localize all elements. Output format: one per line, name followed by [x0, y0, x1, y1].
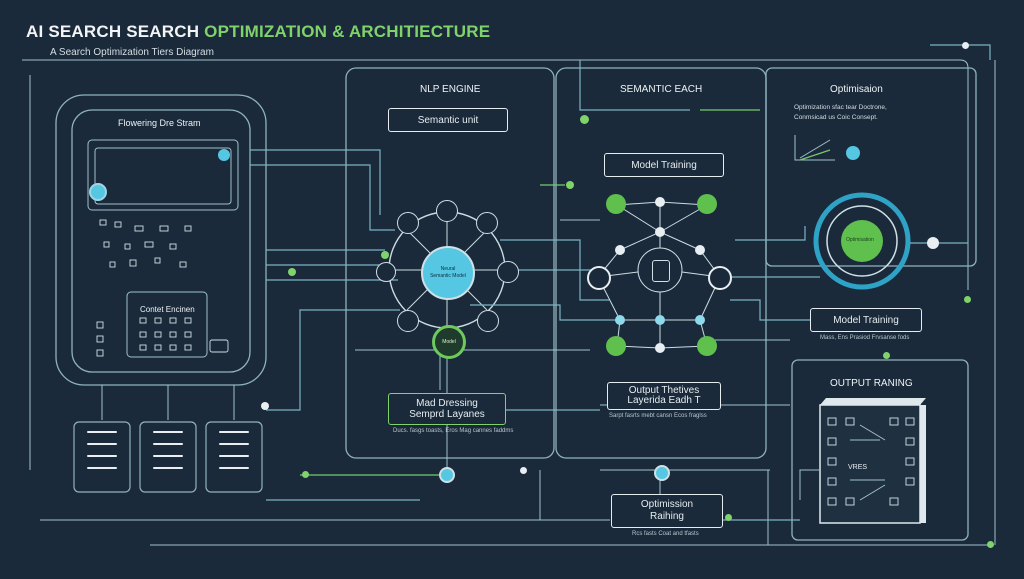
- semantic-node-right: [708, 266, 732, 290]
- optimisation-desc-line1: Optimization sfac tear Doctrone,: [794, 104, 887, 111]
- semantic-node-l2: [615, 245, 625, 255]
- page-subtitle: A Search Optimization Tiers Diagram: [50, 47, 214, 58]
- junction-dot-4: [962, 42, 969, 49]
- optimisation-ring-knob: [927, 237, 939, 249]
- junction-dot-14: [288, 268, 296, 276]
- semantic-node-green-tl: [606, 194, 626, 214]
- page-title: AI SEARCH SEARCH OPTIMIZATION & ARCHITIE…: [26, 22, 490, 42]
- semantic-node-green-bl: [606, 336, 626, 356]
- junction-dot-2: [654, 465, 670, 481]
- left-panel-heading: Flowering Dre Stram: [118, 118, 201, 128]
- mad-dressing-box: Mad Dressing Semprd Layanes: [388, 393, 506, 425]
- semantic-node-top: [655, 197, 665, 207]
- left-panel-inner: [71, 109, 251, 373]
- nlp-center-node: Neural Semantic Model: [421, 246, 475, 300]
- semantic-node-green-br: [697, 336, 717, 356]
- junction-dot-11: [566, 181, 574, 189]
- left-cyan-node: [89, 183, 107, 201]
- optimisation-pane: [765, 67, 977, 267]
- optimisation-ring-label: Optimisation: [846, 237, 874, 243]
- center-node-label: Neural Semantic Model: [430, 266, 466, 279]
- semantic-node-mid-top: [655, 227, 665, 237]
- title-part-2: OPTIMIZATION: [204, 22, 328, 41]
- bottom-box-caption: Rcs fasts Coat and tfasts: [632, 531, 699, 537]
- semantic-node-mid-bottom: [655, 315, 665, 325]
- semantic-node-l3: [615, 315, 625, 325]
- optimisation-training-caption: Mass, Ens Prasiod Frvsanse fods: [820, 335, 910, 341]
- nlp-node-topleft: [397, 212, 419, 234]
- semantic-node-bottom: [655, 343, 665, 353]
- semantic-unit-box: Semantic unit: [388, 108, 508, 132]
- output-thetives-line2: Layerida Eadh T: [627, 395, 701, 406]
- nlp-node-top: [436, 200, 458, 222]
- left-panel-grid: [96, 219, 229, 357]
- title-part-1: AI SEARCH SEARCH: [26, 22, 200, 41]
- model-training-right-box: Model Training: [810, 308, 922, 332]
- bottom-node-label: Model: [442, 338, 456, 345]
- optimisation-ring: [813, 192, 911, 290]
- semantic-node-left: [587, 266, 611, 290]
- junction-dot-1: [439, 467, 455, 483]
- mad-dressing-line1: Mad Dressing: [416, 398, 478, 409]
- bottom-box-line2: Raihing: [650, 511, 684, 522]
- output-pane: [791, 359, 969, 541]
- database-stacks: [73, 421, 263, 493]
- semantic-pane: [555, 67, 767, 459]
- junction-dot-10: [580, 115, 589, 124]
- junction-dot-8: [883, 352, 890, 359]
- database-icon: [652, 260, 670, 282]
- output-thetives-box: Output Thetives Layerida Eadh T: [607, 382, 721, 410]
- optimisation-desc-line2: Conmsicad us Coic Consept.: [794, 114, 878, 121]
- semantic-node-r3: [695, 315, 705, 325]
- nlp-heading: NLP ENGINE: [420, 84, 481, 95]
- nlp-node-topright: [476, 212, 498, 234]
- output-thetives-line1: Output Thetives: [628, 385, 700, 396]
- semantic-node-green-tr: [697, 194, 717, 214]
- junction-dot-3: [261, 402, 269, 410]
- junction-dot-12: [987, 541, 994, 548]
- nlp-pane: [345, 67, 555, 459]
- semantic-node-r2: [695, 245, 705, 255]
- nlp-caption: Ducs. fasgs toasts, Eros Mag cannes fadd…: [393, 428, 514, 434]
- model-training-box: Model Training: [604, 153, 724, 177]
- nlp-node-bottomright: [477, 310, 499, 332]
- bottom-box-line1: Optimission: [640, 499, 694, 510]
- title-part-3: & ARCHITIECTURE: [332, 22, 491, 41]
- left-panel-outer: [55, 94, 267, 386]
- semantic-caption: Sarpt fasrts mebt cansn Ecos fraglss: [609, 413, 707, 419]
- optimisation-heading: Optimisaion: [830, 84, 883, 95]
- junction-dot-13: [381, 251, 389, 259]
- content-label: Contet Encinen: [140, 305, 195, 314]
- nlp-node-left: [376, 262, 396, 282]
- junction-dot-6: [302, 471, 309, 478]
- left-panel-cyan-dot: [218, 149, 230, 161]
- junction-dot-5: [520, 467, 527, 474]
- server-label: VRES: [848, 464, 868, 471]
- junction-dot-9: [964, 296, 971, 303]
- server-cabinet: [819, 398, 926, 524]
- optimisation-cyan-dot: [846, 146, 860, 160]
- semantic-heading: SEMANTIC EACH: [620, 84, 703, 95]
- mad-dressing-line2: Semprd Layanes: [409, 409, 485, 420]
- optimission-raihing-box: Optimission Raihing: [611, 494, 723, 528]
- junction-dot-7: [725, 514, 732, 521]
- output-heading: OUTPUT RANING: [830, 378, 913, 389]
- nlp-node-right: [497, 261, 519, 283]
- nlp-node-bottomleft: [397, 310, 419, 332]
- nlp-bottom-node: Model: [432, 325, 466, 359]
